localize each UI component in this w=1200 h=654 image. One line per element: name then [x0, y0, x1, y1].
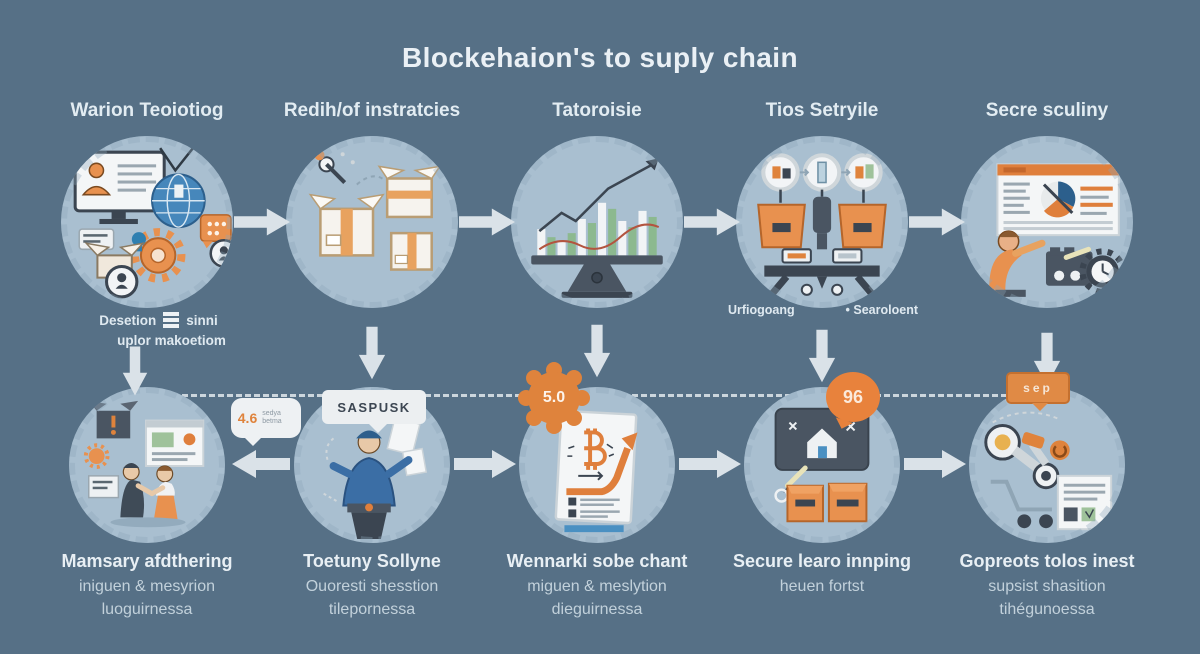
stage-6-circle	[69, 387, 225, 543]
list-stack-icon	[163, 312, 180, 316]
stage-5-label: Secre sculiny	[985, 100, 1109, 121]
stage-7-title: Toetuny Sollyne	[303, 551, 441, 571]
stage-5-circle	[961, 136, 1133, 308]
rating-note: sedya betma	[262, 410, 282, 425]
stage-8-title: Wennarki sobe chant	[506, 551, 688, 571]
arrow-down-3	[582, 312, 612, 390]
note-word-right: sinni	[186, 312, 218, 328]
rating-value: 4.6	[237, 410, 258, 426]
arrow-right-7	[679, 448, 741, 480]
arrow-right-3	[684, 206, 740, 238]
arrow-right-6	[454, 448, 516, 480]
note-word-left: Desetion	[99, 312, 157, 328]
gear-rating-badge: 5.0	[528, 372, 580, 424]
stage-1-label: Warion Teoiotiog	[70, 100, 224, 121]
score-bubble: 96	[826, 372, 880, 422]
arrow-down-4	[807, 324, 837, 388]
shipping-boxes-icon	[308, 150, 442, 271]
stage-6-sub2: luoguirnessa	[101, 601, 193, 618]
stage-10-sub1: supsist shasition	[988, 578, 1106, 595]
stage-7-sub1: Ouoresti shesstion	[305, 578, 439, 595]
stage-6-title: Mamsary afdthering	[61, 551, 233, 571]
arrow-left-5	[228, 448, 290, 480]
arrow-right-1	[234, 206, 290, 238]
page-title: Blockehaion's to suply chain	[402, 42, 798, 73]
stage-9-circle	[744, 387, 900, 543]
arrow-right-2	[459, 206, 515, 238]
stage-8-sub1: miguen & meslytion	[527, 578, 667, 595]
market-gathering-icon	[83, 400, 205, 528]
secure-browser-icon	[989, 163, 1126, 297]
technology-collage-icon	[73, 145, 233, 299]
stage-4-label: Tios Setryile	[765, 100, 879, 121]
stage-3-circle	[511, 136, 683, 308]
stage-9-title: Secure learo innping	[732, 551, 912, 571]
caption-right: • Searoloent	[845, 303, 918, 317]
stage-3-label: Tatoroisie	[552, 100, 642, 121]
caption-left: Urfiogoang	[728, 303, 795, 317]
stage-4-caption: Urfiogoang • Searoloent	[728, 303, 918, 317]
stage-2-label: Redih/of instratcies	[283, 100, 461, 121]
speech-bubble: SASPUSK	[322, 390, 426, 433]
arrow-right-4	[909, 206, 965, 238]
arrow-down-1	[121, 346, 149, 396]
rating-bubble: 4.6 sedya betma	[231, 398, 301, 446]
note-line-2: uplor makoetiom	[117, 333, 226, 348]
stage-10-title: Gopreots tolos inest	[959, 551, 1135, 571]
price-tag: sep	[1006, 372, 1070, 411]
stage-7-sub2: tilepornessa	[328, 601, 416, 618]
stage-1-circle	[61, 136, 233, 308]
stage-1-note: Desetion sinni uplor makoetiom	[56, 312, 261, 348]
secure-warehouse-icon	[774, 407, 870, 523]
stage-4-circle	[736, 136, 908, 308]
automated-machines-icon	[757, 153, 887, 299]
stage-6-sub1: iniguen & mesyrion	[78, 578, 216, 595]
stage-9-sub1: heuen fortst	[779, 578, 865, 595]
stage-10-sub2: tihégunoessa	[999, 601, 1095, 618]
arrow-down-2	[357, 318, 387, 388]
stage-2-circle	[286, 136, 458, 308]
arrow-right-8	[904, 448, 966, 480]
analytics-chart-icon	[531, 158, 663, 298]
stage-8-sub2: dieguirnessa	[551, 601, 643, 618]
